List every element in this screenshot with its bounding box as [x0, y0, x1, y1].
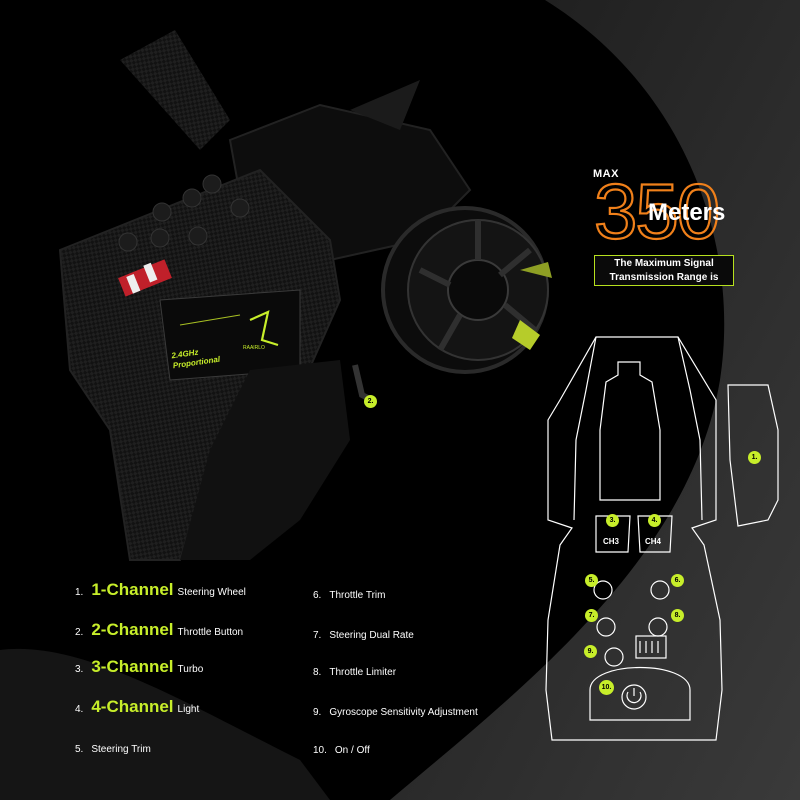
feature-number: 5. — [75, 744, 84, 755]
feature-desc: Throttle Limiter — [329, 667, 397, 678]
diagram-label-ch3: CH3 — [603, 537, 620, 546]
callout-marker-2: 2. — [364, 395, 377, 408]
range-caption-line2: Transmission Range is — [609, 272, 719, 283]
callout-marker-9: 9. — [584, 645, 597, 658]
callout-marker-6: 6. — [671, 574, 684, 587]
feature-desc: On / Off — [334, 745, 370, 756]
feature-desc: Steering Wheel — [177, 587, 246, 598]
feature-number: 1. — [75, 587, 84, 598]
range-caption: The Maximum Signal Transmission Range is — [594, 255, 734, 286]
callout-marker-7: 7. — [585, 609, 598, 622]
grey-swoosh — [390, 0, 800, 800]
range-unit: Meters — [648, 199, 726, 226]
feature-title: 1-Channel — [91, 580, 174, 599]
feature-desc: Throttle Button — [177, 627, 244, 638]
feature-7: 7. Steering Dual Rate — [313, 625, 414, 643]
feature-number: 9. — [313, 707, 322, 718]
photo-badge-brand: RAAIRLO — [243, 345, 265, 351]
feature-9: 9. Gyroscope Sensitivity Adjustment — [313, 702, 478, 720]
feature-5: 5. Steering Trim — [75, 739, 151, 757]
feature-desc: Throttle Trim — [329, 590, 386, 601]
range-caption-line1: The Maximum Signal — [614, 258, 714, 269]
diagram-label-ch4: CH4 — [645, 537, 662, 546]
callout-marker-3: 3. — [606, 514, 619, 527]
feature-6: 6. Throttle Trim — [313, 585, 385, 603]
feature-number: 10. — [313, 745, 327, 756]
callout-marker-5: 5. — [585, 574, 598, 587]
range-number: 350 — [593, 167, 721, 255]
feature-number: 7. — [313, 630, 322, 641]
feature-desc: Steering Dual Rate — [329, 630, 414, 641]
feature-desc: Light — [177, 704, 200, 715]
feature-desc: Steering Trim — [91, 744, 151, 755]
feature-number: 6. — [313, 590, 322, 601]
feature-number: 2. — [75, 627, 84, 638]
callout-marker-8: 8. — [671, 609, 684, 622]
feature-number: 3. — [75, 664, 84, 675]
controller-outline-diagram — [545, 336, 779, 741]
feature-10: 10. On / Off — [313, 740, 370, 758]
smoke-shadow — [0, 648, 330, 800]
callout-marker-1: 1. — [748, 451, 761, 464]
callout-marker-10: 10. — [599, 680, 614, 695]
transmitter-illustration — [58, 30, 552, 561]
callout-marker-4: 4. — [648, 514, 661, 527]
max-label: MAX — [593, 168, 619, 180]
feature-desc: Turbo — [177, 664, 204, 675]
feature-number: 4. — [75, 704, 84, 715]
feature-desc: Gyroscope Sensitivity Adjustment — [329, 707, 478, 718]
feature-title: 3-Channel — [91, 657, 174, 676]
feature-title: 4-Channel — [91, 697, 174, 716]
feature-number: 8. — [313, 667, 322, 678]
feature-8: 8. Throttle Limiter — [313, 662, 396, 680]
feature-title: 2-Channel — [91, 620, 174, 639]
